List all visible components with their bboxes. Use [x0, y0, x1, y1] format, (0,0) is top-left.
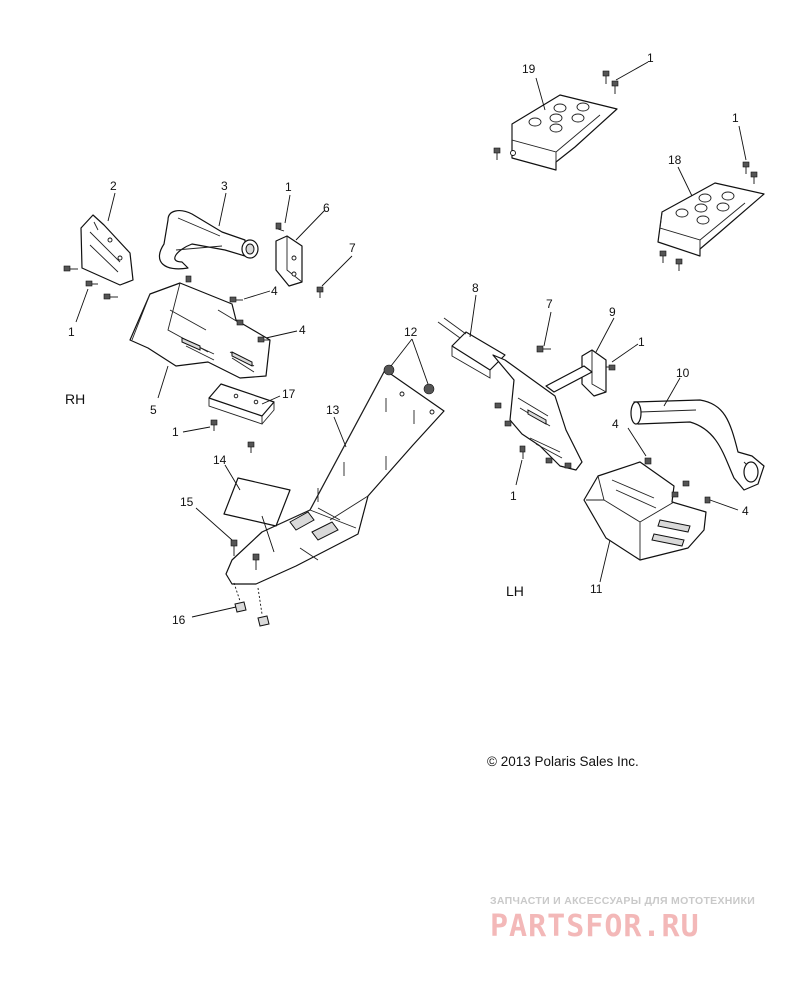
callout-1: 1 [647, 51, 654, 65]
rh-label: RH [65, 391, 85, 407]
callout-7: 7 [349, 241, 356, 255]
callout-6: 6 [323, 201, 330, 215]
bolt-icon [230, 539, 260, 570]
callout-13: 13 [326, 403, 340, 417]
callout-1: 1 [68, 325, 75, 339]
support-bracket-17 [208, 383, 275, 425]
exhaust-pipe-10 [630, 399, 765, 491]
callout-4: 4 [299, 323, 306, 337]
callout-1: 1 [638, 335, 645, 349]
callout-10: 10 [676, 366, 690, 380]
callout-4: 4 [612, 417, 619, 431]
bolt-icon [185, 275, 270, 343]
callout-14: 14 [213, 453, 227, 467]
bolt-icon [63, 265, 118, 300]
hanger-bracket-6 [275, 235, 303, 287]
exhaust-pipe-3 [158, 210, 259, 270]
heat-shield-5 [129, 282, 271, 379]
footrest-plate-19 [510, 94, 618, 171]
watermark-tagline: ЗАПЧАСТИ И АКСЕССУАРЫ ДЛЯ МОТОТЕХНИКИ [490, 895, 755, 907]
bolt-icon [210, 419, 255, 453]
callout-5: 5 [150, 403, 157, 417]
lh-label: LH [506, 583, 524, 599]
footrest-plate-18 [657, 182, 765, 257]
decal-14 [223, 477, 291, 527]
callout-16: 16 [172, 613, 186, 627]
bolt-icon [493, 70, 619, 160]
callout-18: 18 [668, 153, 682, 167]
callout-12: 12 [404, 325, 418, 339]
callout-19: 19 [522, 62, 536, 76]
bolt-icon [275, 222, 324, 298]
callout-1: 1 [732, 111, 739, 125]
callout-7: 7 [546, 297, 553, 311]
bolt-icon [536, 345, 616, 371]
callout-17: 17 [282, 387, 296, 401]
nut-clip-16 [233, 582, 270, 627]
bolt-icon [644, 457, 711, 504]
bracket-8 [437, 317, 583, 471]
watermark-logo: ЗАПЧАСТИ И АКСЕССУАРЫ ДЛЯ МОТОТЕХНИКИ PA… [490, 895, 755, 944]
callout-4: 4 [742, 504, 749, 518]
hanger-bracket-9 [545, 349, 607, 397]
callout-8: 8 [472, 281, 479, 295]
callout-1: 1 [510, 489, 517, 503]
nut-icon [383, 364, 435, 395]
heat-shield-11 [583, 461, 707, 561]
callout-3: 3 [221, 179, 228, 193]
bracket-2 [80, 214, 134, 286]
callout-15: 15 [180, 495, 194, 509]
callout-11: 11 [590, 582, 603, 596]
callout-4: 4 [271, 284, 278, 298]
callout-9: 9 [609, 305, 616, 319]
callout-2: 2 [110, 179, 117, 193]
skid-plate-13 [225, 369, 445, 585]
callout-1: 1 [285, 180, 292, 194]
watermark-brand: PARTSFOR.RU [490, 909, 700, 944]
copyright-notice: © 2013 Polaris Sales Inc. [487, 754, 639, 769]
callout-1: 1 [172, 425, 179, 439]
bolt-icon [659, 161, 758, 271]
bolt-icon [494, 402, 572, 469]
